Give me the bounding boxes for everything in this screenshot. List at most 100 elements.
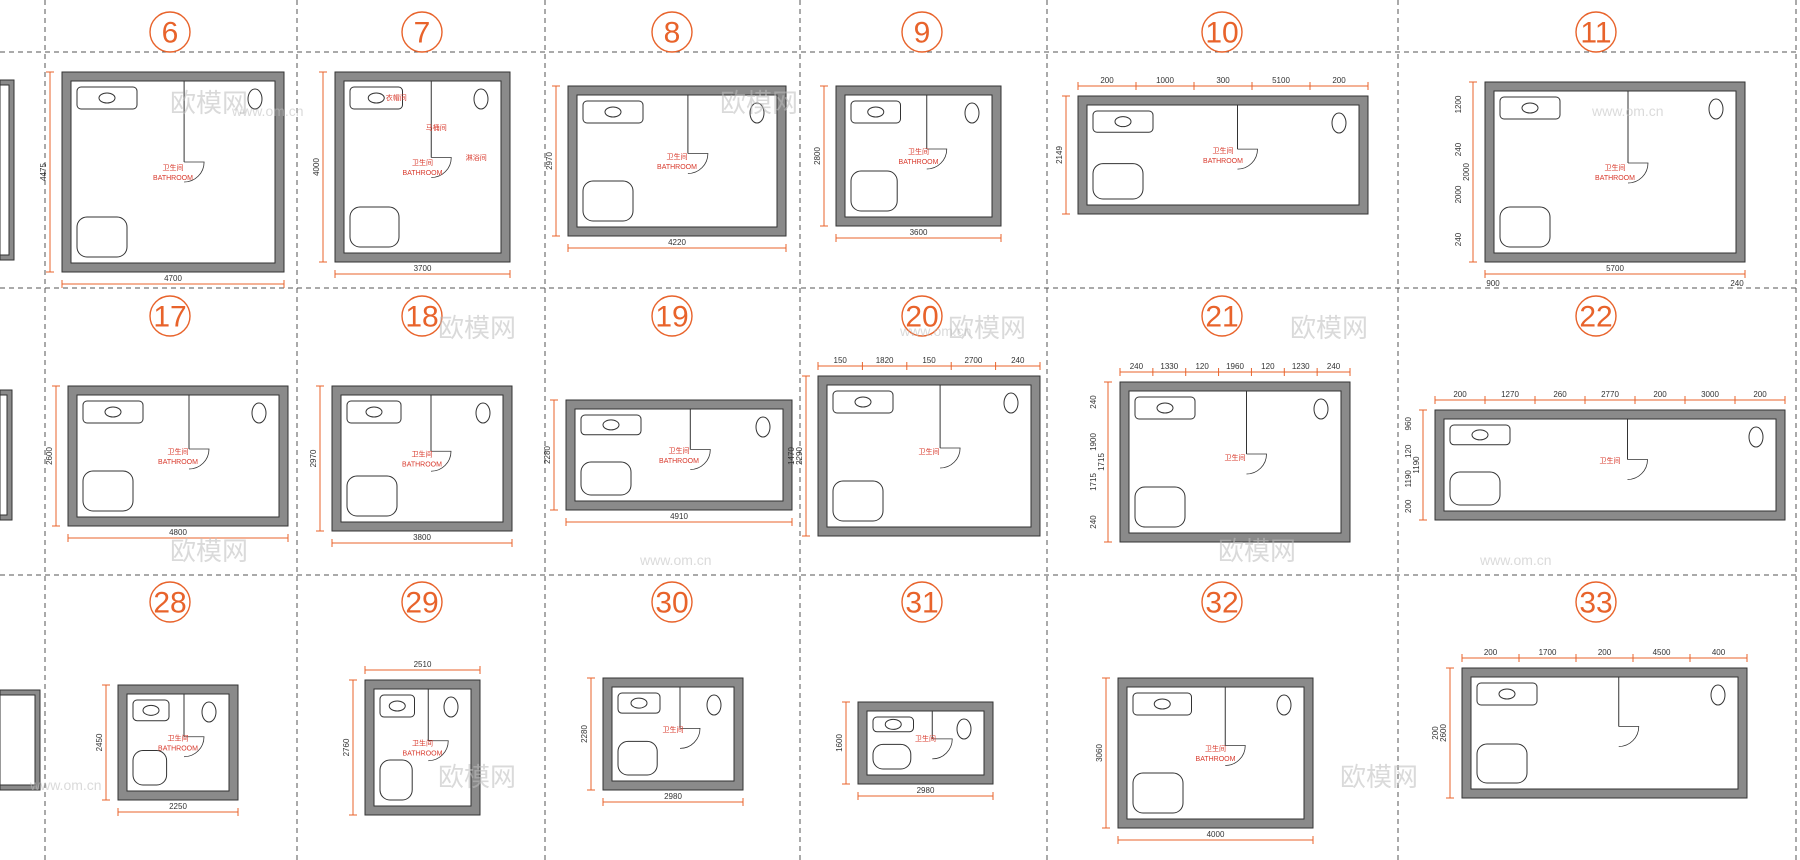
height-dim-text: 2800 [813, 147, 822, 165]
height-dim-text: 2760 [342, 738, 351, 756]
top-dim-text: 300 [1216, 76, 1230, 85]
watermark-url: www.om.cn [1479, 552, 1552, 568]
cell-number-22: 22 [1575, 295, 1617, 337]
cell-number-20: 20 [901, 295, 943, 337]
side-dim-text: 200 [1431, 726, 1440, 740]
number-ring [1201, 581, 1243, 623]
basin [604, 106, 622, 118]
number-text: 33 [1579, 587, 1612, 620]
cell-number-28: 28 [149, 581, 191, 623]
room-label-cn: 卫生间 [1225, 453, 1246, 462]
top-dim-text: 3000 [1701, 390, 1719, 399]
watermark-logo: 欧模网 [1340, 762, 1418, 792]
door-swing [687, 153, 709, 174]
basin [1153, 698, 1171, 710]
side-dim-text: 2000 [1454, 185, 1463, 203]
height-dim-text: 2280 [580, 725, 589, 743]
cell-number-31: 31 [901, 581, 943, 623]
toilet [1003, 392, 1019, 414]
height-dim-text: 1600 [835, 734, 844, 752]
room-label-cn: 卫生间 [915, 734, 936, 743]
toilet [475, 402, 491, 424]
height-dim-text: 1190 [1412, 456, 1421, 474]
bathtub [82, 470, 134, 512]
room-label-en: BATHROOM [1595, 175, 1635, 182]
room-label-en: BATHROOM [403, 751, 443, 758]
toilet [201, 701, 217, 723]
top-dim-text: 1000 [1156, 76, 1174, 85]
bathtub [349, 206, 400, 248]
top-dim-text: 5100 [1272, 76, 1290, 85]
height-dim-text: 3060 [1095, 744, 1104, 762]
bathtub [580, 461, 632, 496]
room-label-cn: 卫生间 [908, 147, 929, 156]
top-dim-text: 1820 [876, 356, 894, 365]
number-text: 29 [405, 587, 438, 620]
watermark-url: www.om.cn [231, 103, 304, 119]
basin [367, 92, 385, 104]
cropped-plan-floor [0, 394, 8, 516]
watermark-url: www.om.cn [1591, 103, 1664, 119]
room-label-cn: 卫生间 [412, 450, 433, 459]
number-text: 7 [414, 17, 431, 50]
side-dim-text: 240 [1454, 232, 1463, 246]
side-dim-text: 200 [1404, 499, 1413, 513]
number-ring [401, 11, 443, 53]
basin [104, 406, 122, 418]
watermark-url: www.om.cn [639, 552, 712, 568]
number-text: 28 [153, 587, 186, 620]
room-label-cn: 卫生间 [669, 446, 690, 455]
room-label-en: BATHROOM [158, 459, 198, 466]
top-dim-text: 4500 [1653, 648, 1671, 657]
watermark-url: www.om.cn [29, 777, 102, 793]
top-dim-text: 260 [1553, 390, 1567, 399]
basin [1156, 402, 1174, 414]
side-dim-text: 1715 [1089, 473, 1098, 491]
basin [365, 406, 383, 418]
cell-number-30: 30 [651, 581, 693, 623]
number-text: 30 [655, 587, 688, 620]
cropped-plan-floor [0, 694, 36, 786]
cell-number-33: 33 [1575, 581, 1617, 623]
toilet [251, 402, 267, 424]
basin [98, 92, 116, 104]
height-dim-text: 2280 [543, 446, 552, 464]
room-label-en: BATHROOM [403, 170, 443, 177]
width-dim-text: 4220 [668, 238, 686, 247]
bathtub [1092, 163, 1144, 200]
door-swing [940, 447, 961, 469]
top-dim-text: 240 [1327, 362, 1341, 371]
basin [884, 718, 902, 730]
side-dim-text: 1200 [1454, 95, 1463, 113]
basin [142, 704, 160, 716]
toilet [1710, 684, 1726, 706]
door-swing [1246, 453, 1267, 475]
room-label-en: BATHROOM [1203, 158, 1243, 165]
number-ring [1575, 295, 1617, 337]
top-dim-text: 1330 [1160, 362, 1178, 371]
room-label-en: BATHROOM [899, 159, 939, 166]
room-label-cn: 卫生间 [919, 447, 940, 456]
room-label-cn: 卫生间 [1600, 456, 1621, 465]
height-dim-text: 1715 [1097, 453, 1106, 471]
top-dim-text: 2770 [1601, 390, 1619, 399]
room-label-en: BATHROOM [1196, 756, 1236, 763]
room-label-cn: 卫生间 [412, 158, 433, 167]
side-dim-text: 1470 [787, 447, 796, 465]
number-ring [901, 295, 943, 337]
bottom-dim-text: 240 [1730, 279, 1744, 288]
width-dim-text: 4910 [670, 512, 688, 521]
bathtub [617, 740, 658, 776]
top-dim-text: 1700 [1539, 648, 1557, 657]
height-dim-text: 4000 [312, 158, 321, 176]
